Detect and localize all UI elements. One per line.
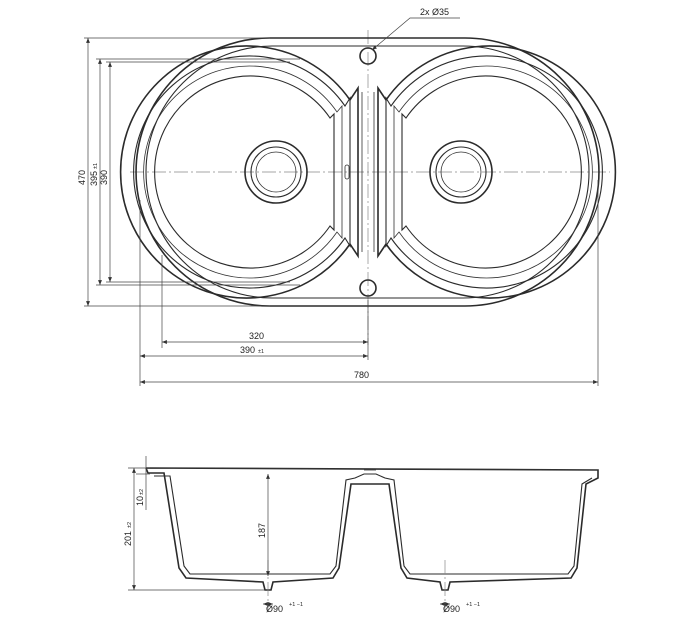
right-bowl-rim-2 — [385, 55, 603, 289]
sink-outline-inner — [145, 45, 590, 299]
dim-10-tolerance: ±2 — [139, 489, 145, 495]
dim-390-label: 390 — [99, 170, 109, 185]
dim-drain-left-label: Ø90 — [266, 604, 283, 614]
overflow-slot — [344, 164, 350, 180]
dim-780-label: 780 — [354, 370, 369, 380]
dim-201-tolerance: ±2 — [127, 522, 133, 528]
hole-label: 2x Ø35 — [420, 7, 449, 17]
dim-390-width-label: 390 — [240, 345, 255, 355]
left-bowl-outer-rim — [119, 45, 359, 299]
section-outer-profile — [145, 467, 599, 591]
left-bowl-inner — [154, 75, 335, 269]
section-rim-top — [145, 467, 599, 471]
left-bowl-rim-3 — [143, 65, 343, 279]
dim-drain-right-tolerance: +1 −1 — [466, 602, 480, 608]
hole-leader — [371, 17, 460, 51]
section-inner-profile — [154, 473, 593, 575]
dim-201-label: 201 — [123, 531, 133, 546]
dim-drain-left-tolerance: +1 −1 — [289, 602, 303, 608]
dim-395-label: 395 — [89, 171, 99, 186]
tap-hole-bottom — [359, 279, 377, 297]
left-drain — [244, 140, 308, 204]
top-view: 2x Ø35 470 395 ±1 390 320 390 ±1 780 — [77, 7, 617, 386]
right-bowl-outer-rim — [377, 45, 617, 299]
right-bowl-inner — [401, 75, 582, 269]
right-drain — [429, 140, 493, 204]
dim-395-tolerance: ±1 — [93, 163, 99, 169]
dim-320-label: 320 — [249, 331, 264, 341]
tap-hole-top — [359, 47, 377, 65]
dim-drain-right-label: Ø90 — [443, 604, 460, 614]
dim-390-width-tolerance: ±1 — [258, 349, 264, 355]
dim-470-label: 470 — [77, 170, 87, 185]
dim-187-label: 187 — [257, 523, 267, 538]
section-view: 201 ±2 10 ±2 187 Ø90 +1 −1 Ø90 +1 −1 — [123, 456, 599, 614]
left-bowl-rim-2 — [133, 55, 351, 289]
sink-outline — [135, 37, 600, 307]
right-bowl-rim-3 — [393, 65, 593, 279]
dim-10-label: 10 — [135, 496, 145, 506]
